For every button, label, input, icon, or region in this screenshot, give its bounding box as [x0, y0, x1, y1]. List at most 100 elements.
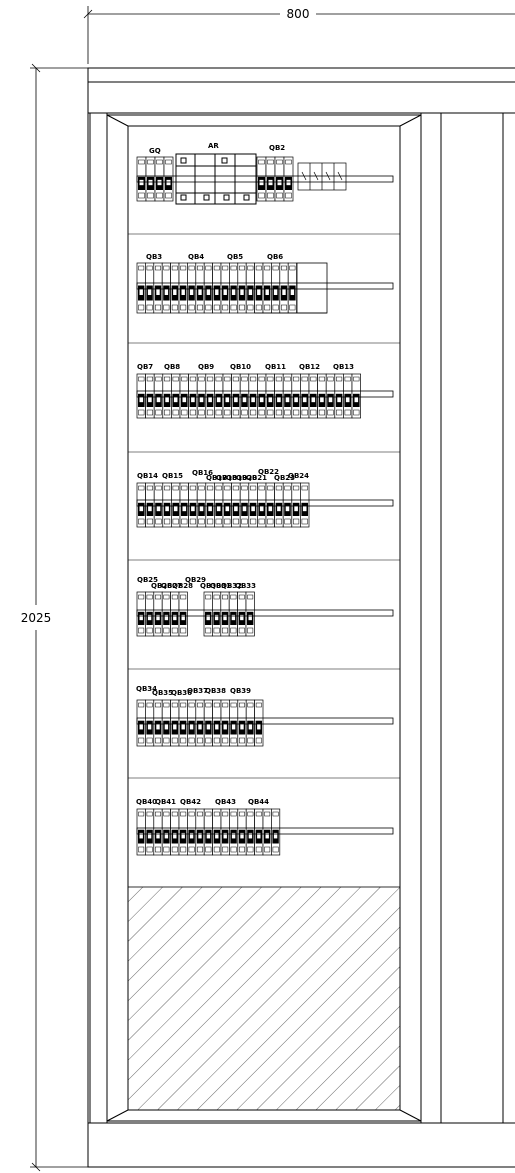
breaker-module [257, 482, 267, 528]
device-label: QB10 [230, 363, 251, 371]
device-label: QB11 [265, 363, 286, 371]
device-label: GQ [149, 147, 161, 155]
device-label: QB34 [136, 685, 157, 693]
breaker-module [170, 808, 180, 856]
breaker-group [136, 808, 281, 856]
device-label: QB44 [248, 798, 269, 806]
breaker-module [161, 262, 171, 314]
breaker-module [343, 373, 353, 419]
device-label: QB2 [269, 144, 285, 152]
breaker-module [300, 373, 310, 419]
breaker-group [136, 156, 174, 202]
breaker-module [136, 156, 147, 202]
row-5-devices: QB25 QB26 QB27 QB28 QB29 QB30 QB31 QB32 … [136, 576, 394, 637]
device-label: QB27 [161, 582, 182, 590]
breaker-module [283, 156, 294, 202]
device-label: QB29 [185, 576, 206, 584]
breaker-module [205, 482, 215, 528]
breaker-module [195, 262, 205, 314]
device-label: QB36 [171, 689, 192, 697]
breaker-module [153, 373, 164, 419]
breaker-module [220, 808, 230, 856]
device-label: QB6 [267, 253, 283, 261]
breaker-module [245, 591, 255, 637]
empty-hatched-section [127, 886, 401, 1111]
breaker-module [212, 699, 222, 747]
breaker-module [245, 699, 255, 747]
breaker-module [257, 373, 267, 419]
height-dimension-label: 2025 [21, 611, 52, 625]
device-label: QB14 [137, 472, 158, 480]
breaker-module [256, 156, 267, 202]
breaker-group [136, 699, 264, 747]
breaker-module [145, 373, 155, 419]
device-label: QB3 [146, 253, 162, 261]
breaker-module [308, 373, 318, 419]
breaker-module [145, 156, 156, 202]
breaker-group [203, 591, 255, 637]
breaker-module [212, 808, 222, 856]
breaker-module [265, 373, 275, 419]
breaker-module [231, 482, 241, 528]
device-label: QB12 [299, 363, 320, 371]
breaker-module [145, 591, 155, 637]
device-label: QB22 [258, 468, 279, 476]
breaker-module [291, 373, 301, 419]
breaker-module [229, 262, 239, 314]
breaker-module [178, 699, 188, 747]
device-label: QB5 [227, 253, 243, 261]
breaker-module [214, 482, 224, 528]
breaker-module [188, 373, 198, 419]
device-label: QB23 [274, 474, 295, 482]
breaker-module [178, 808, 188, 856]
breaker-group [136, 373, 361, 419]
breaker-module [154, 156, 165, 202]
breaker-module [220, 591, 230, 637]
breaker-module [222, 373, 232, 419]
breaker-module [265, 156, 276, 202]
breaker-module [196, 482, 207, 528]
breaker-module [171, 373, 181, 419]
breaker-module [161, 699, 171, 747]
contactor-ar [175, 153, 257, 205]
breaker-module [136, 808, 146, 856]
device-label: QB38 [205, 687, 226, 695]
breaker-module [161, 591, 171, 637]
device-label: QB20 [236, 474, 257, 482]
breaker-module [203, 591, 213, 637]
breaker-module [239, 482, 250, 528]
device-label: QB28 [172, 582, 193, 590]
breaker-module [254, 808, 264, 856]
breaker-module [170, 262, 180, 314]
breaker-module [287, 262, 297, 314]
din-rail [136, 499, 394, 507]
breaker-module [136, 591, 146, 637]
breaker-module [153, 808, 163, 856]
device-label: QB7 [137, 363, 153, 371]
device-label: QB19 [226, 474, 247, 482]
device-label: QB13 [333, 363, 354, 371]
breaker-module [203, 262, 213, 314]
breaker-module [145, 262, 155, 314]
device-label: QB25 [137, 576, 158, 584]
breaker-module [136, 482, 146, 528]
row-7-devices: QB40 QB41 QB42 QB43 QB44 [136, 798, 394, 856]
breaker-module [271, 808, 281, 856]
breaker-module [162, 373, 172, 419]
device-label: AR [208, 142, 219, 150]
din-rail [136, 175, 394, 183]
din-rail [136, 827, 394, 835]
breaker-module [351, 373, 361, 419]
device-label: QB21 [246, 474, 267, 482]
breaker-module [237, 699, 247, 747]
breaker-module [187, 699, 197, 747]
row-6-devices: QB34 QB35 QB36 QB37 QB38 QB39 [136, 685, 394, 747]
breaker-module [245, 262, 255, 314]
device-label: QB26 [151, 582, 172, 590]
width-dimension-label: 800 [287, 7, 310, 21]
breaker-module [187, 808, 197, 856]
breaker-module [161, 808, 171, 856]
breaker-module [274, 373, 284, 419]
breaker-module [196, 373, 207, 419]
breaker-module [220, 262, 230, 314]
